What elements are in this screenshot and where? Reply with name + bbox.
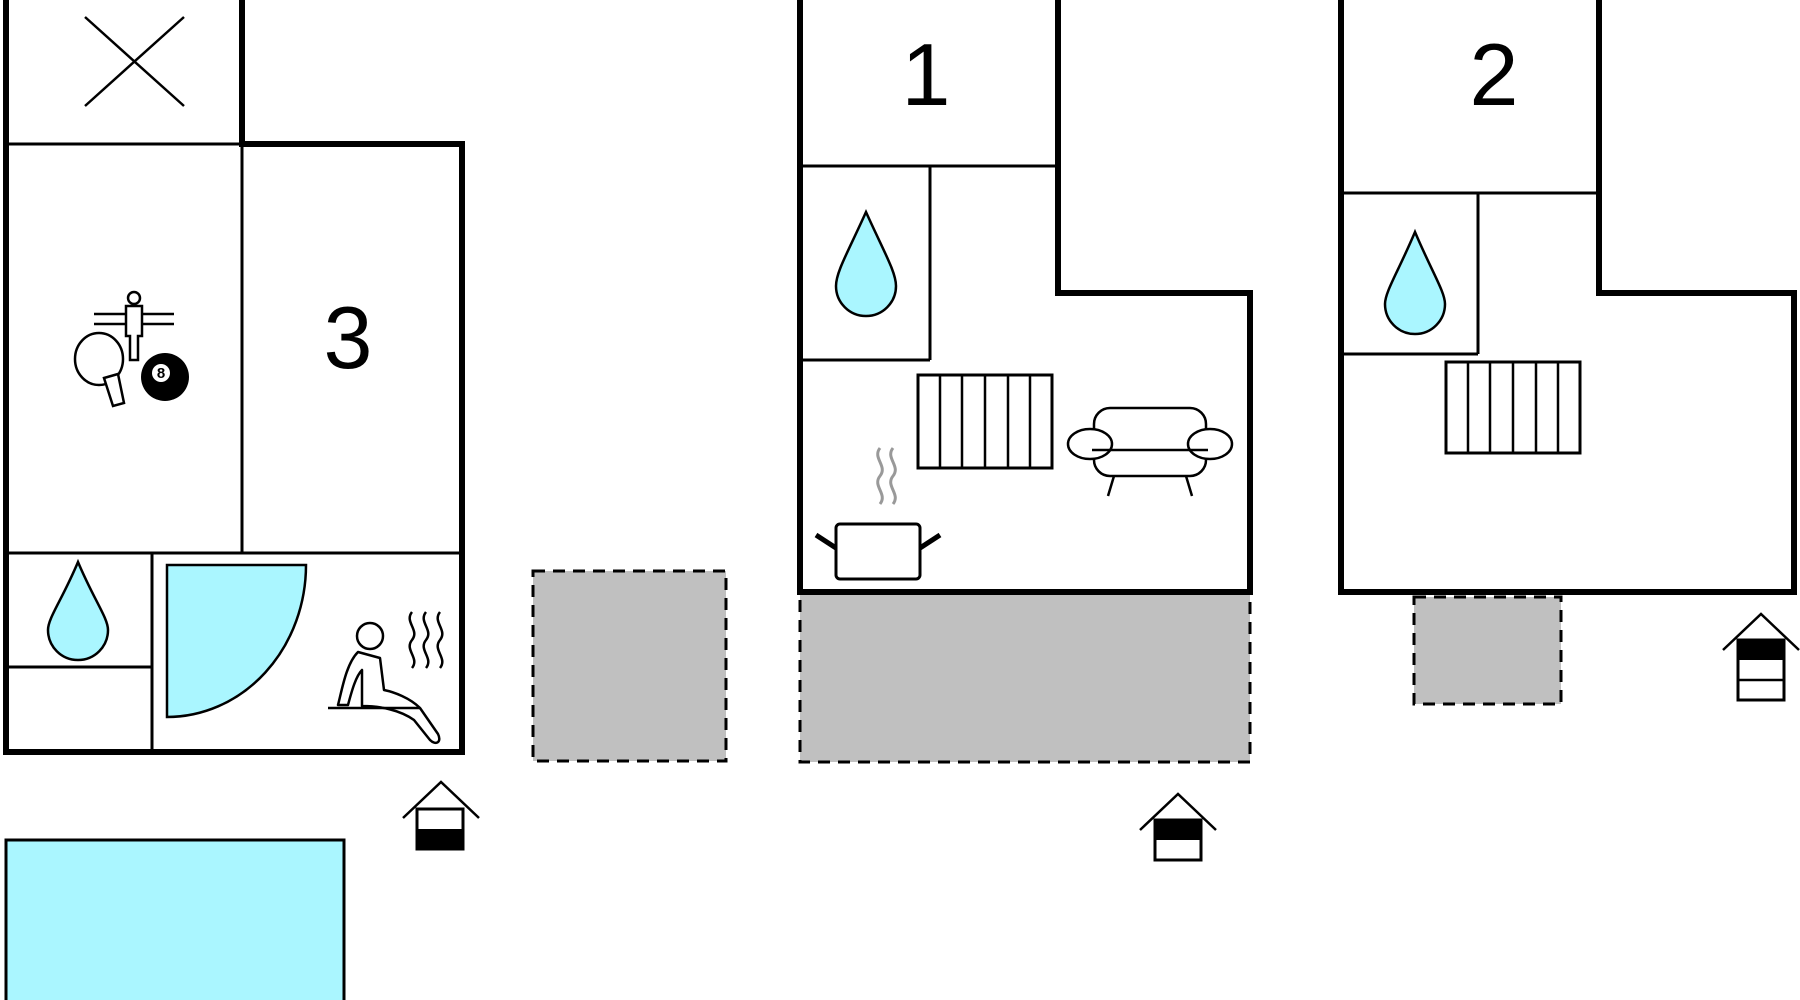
terrace-middle [798,590,1252,764]
right-building: 2 [1338,0,1797,595]
radiator-icon [1444,360,1582,455]
foosball-icon [94,290,174,362]
left-building: 8 3 [3,0,465,755]
room-number-2: 2 [1470,25,1519,124]
water-drop-icon [1383,228,1447,336]
billiard-ball-number: 8 [157,365,165,382]
middle-building: 1 [797,0,1253,595]
billiard-ball-icon: 8 [141,353,189,401]
shower-icon [165,563,308,719]
water-drop-icon [834,208,898,318]
entrance-icon [402,780,480,851]
room-number-3: 3 [324,288,373,387]
table-tennis-icon [73,331,126,408]
room-number-1: 1 [902,25,951,124]
entrance-icon [1139,792,1217,862]
terrace-right [1412,595,1563,706]
excluded-area-icon [84,16,185,107]
entrance-icon [1722,612,1800,702]
water-drop-icon [46,558,110,662]
pool [4,838,346,1000]
cooking-pot-icon [814,447,942,581]
terrace-left [531,569,728,763]
radiator-icon [916,373,1054,470]
sauna-icon [328,611,444,745]
sofa-icon [1066,406,1234,497]
